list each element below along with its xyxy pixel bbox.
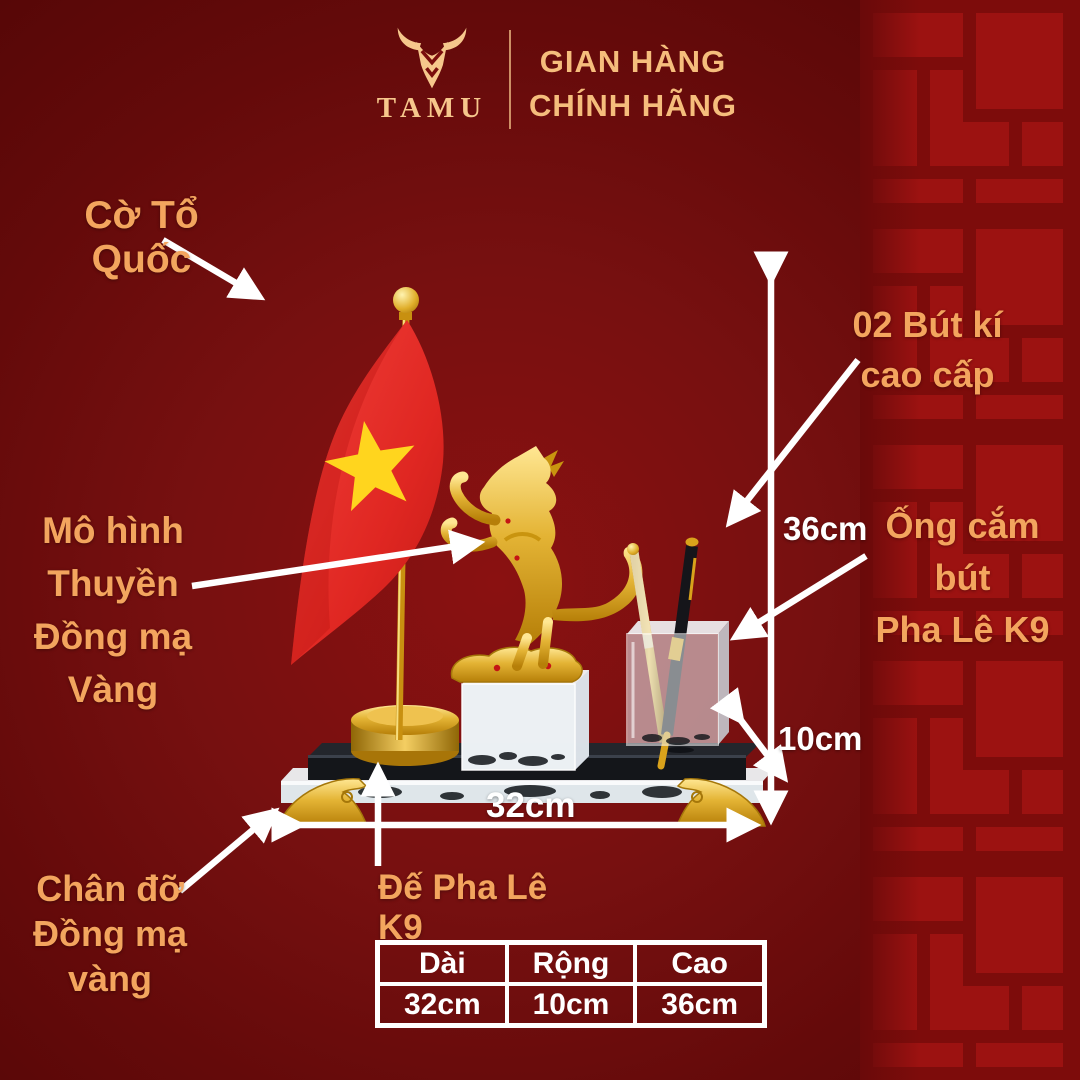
- spec-header-dai: Dài: [378, 943, 507, 984]
- callout-pens-line-1: 02 Bút kí: [852, 304, 1003, 345]
- pen-holder: [626, 537, 729, 770]
- callout-pens-line-2: cao cấp: [860, 354, 995, 395]
- horse-statue: [440, 446, 643, 683]
- tagline-line-2: CHÍNH HÃNG: [528, 88, 738, 123]
- callout-model-line-1: Mô hình: [42, 510, 184, 551]
- callout-pen-holder-line-1: Ống cắm bút: [885, 505, 1040, 598]
- callout-base: Đế Pha Lê K9: [378, 868, 548, 947]
- brand-divider: [509, 30, 511, 129]
- pens-callout-arrow: [725, 357, 861, 528]
- length-dimension-label: 32cm: [486, 786, 576, 825]
- spec-table: Dài Rộng Cao 32cm 10cm 36cm: [375, 940, 767, 1028]
- height-dimension-label: 36cm: [783, 510, 868, 547]
- callout-pens: 02 Bút kí cao cấp: [840, 300, 1015, 400]
- callout-model-line-2: Thuyền: [47, 563, 179, 604]
- holder-callout-arrow: [729, 553, 868, 641]
- callout-pen-holder: Ống cắm bút Pha Lê K9: [855, 500, 1070, 656]
- model-callout-arrow: [191, 529, 486, 590]
- tagline-line-1: GIAN HÀNG: [539, 44, 727, 79]
- bull-icon: [397, 27, 467, 89]
- brand-tagline: GIAN HÀNG CHÍNH HÃNG: [528, 40, 738, 128]
- flag-star: [324, 421, 415, 512]
- feet-callout-arrow: [177, 807, 280, 894]
- spec-header-cao: Cao: [635, 943, 764, 984]
- spec-header-rong: Rộng: [506, 943, 636, 984]
- callout-feet-line-2: Đồng mạ: [32, 913, 187, 954]
- callout-model-line-3: Đồng mạ: [33, 616, 193, 657]
- callout-pen-holder-line-2: Pha Lê K9: [875, 609, 1050, 650]
- depth-dimension-label: 10cm: [778, 720, 863, 757]
- horse-pedestal: [461, 670, 589, 771]
- fret-pattern-strip: [860, 0, 1080, 1080]
- callout-feet-line-3: vàng: [67, 958, 153, 999]
- callout-feet: Chân đỡ Đồng mạ vàng: [25, 866, 195, 1001]
- callout-feet-line-1: Chân đỡ: [36, 868, 184, 909]
- depth-dimension-line: [709, 687, 789, 783]
- flag-callout-arrow: [161, 237, 266, 301]
- callout-model: Mô hình Thuyền Đồng mạ Vàng: [28, 504, 198, 716]
- vietnam-flag: [291, 320, 444, 665]
- spec-value-cao: 36cm: [635, 984, 764, 1025]
- callout-flag: Cờ Tổ Quốc: [84, 194, 199, 281]
- spec-value-dai: 32cm: [378, 984, 507, 1025]
- flagpole-base: [351, 705, 459, 766]
- callout-model-line-4: Vàng: [67, 669, 159, 710]
- brand-name: TAMU: [376, 92, 488, 124]
- spec-value-rong: 10cm: [506, 984, 636, 1025]
